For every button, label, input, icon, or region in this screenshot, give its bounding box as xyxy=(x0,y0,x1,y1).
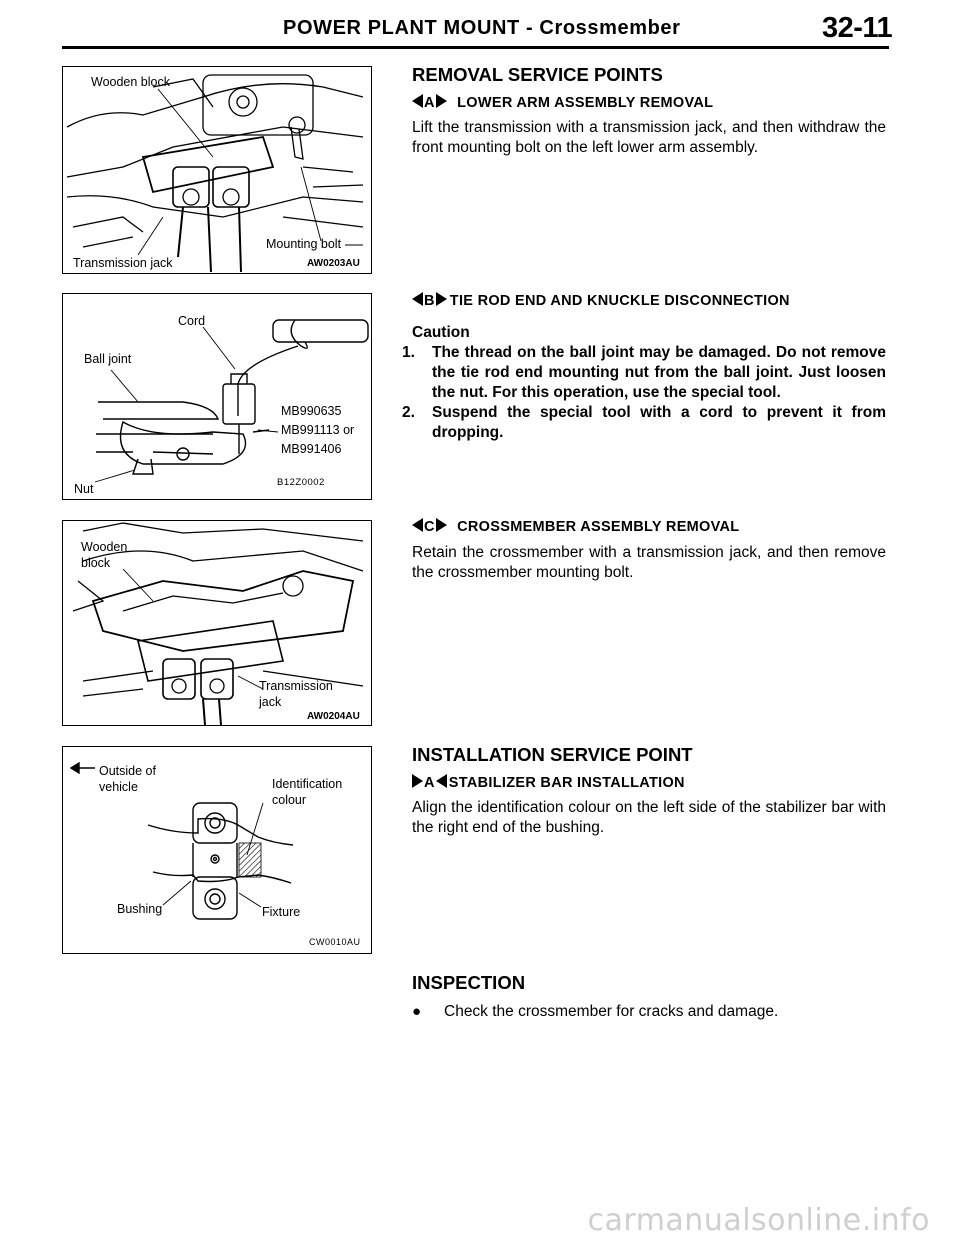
step-tag: C xyxy=(424,519,435,535)
label-jack: jack xyxy=(259,695,282,709)
inspection-heading: INSPECTION xyxy=(412,972,526,993)
figure-code: AW0203AU xyxy=(307,258,360,269)
inspection-section: INSPECTION ● Check the crossmember for c… xyxy=(412,972,886,1022)
label-mb991113: MB991113 or xyxy=(281,423,355,437)
removal-section: REMOVAL SERVICE POINTS A LOWER ARM ASSEM… xyxy=(412,64,886,158)
removal-a-heading: A LOWER ARM ASSEMBLY REMOVAL xyxy=(412,94,886,112)
caution-item: 2.Suspend the special tool with a cord t… xyxy=(402,404,886,441)
removal-b-heading: B TIE ROD END AND KNUCKLE DISCONNECTION xyxy=(412,292,886,310)
right-triangle-icon xyxy=(435,518,447,532)
step-tag: A xyxy=(424,775,435,791)
installation-a-text: Align the identification colour on the l… xyxy=(412,799,886,836)
right-triangle-icon xyxy=(412,774,423,788)
installation-a-heading: A STABILIZER BAR INSTALLATION xyxy=(412,774,886,792)
label-block: block xyxy=(81,556,111,570)
label-fixture: Fixture xyxy=(262,905,301,919)
label-bushing: Bushing xyxy=(117,902,163,916)
right-triangle-icon xyxy=(435,292,447,306)
left-triangle-icon xyxy=(412,518,423,532)
removal-b-title: TIE ROD END AND KNUCKLE DISCONNECTION xyxy=(449,293,790,309)
figure-code: AW0204AU xyxy=(307,711,360,722)
bullet-icon: ● xyxy=(412,1003,422,1020)
label-ball-joint: Ball joint xyxy=(84,352,132,366)
removal-c-title: CROSSMEMBER ASSEMBLY REMOVAL xyxy=(457,519,740,535)
figure-code: B12Z0002 xyxy=(277,477,325,488)
label-wooden: Wooden xyxy=(81,540,128,554)
left-triangle-icon xyxy=(412,292,423,306)
lower-arm-illustration xyxy=(66,74,364,273)
removal-heading: REMOVAL SERVICE POINTS xyxy=(412,64,663,85)
label-nut: Nut xyxy=(74,482,94,496)
installation-a-title: STABILIZER BAR INSTALLATION xyxy=(448,775,685,791)
tie-rod-illustration xyxy=(94,319,369,483)
label-cord: Cord xyxy=(178,314,206,328)
caution-item: 1.The thread on the ball joint may be da… xyxy=(402,344,886,401)
figure-lower-arm: Wooden block Mounting bolt Transmission … xyxy=(62,66,372,274)
label-colour: colour xyxy=(272,793,307,807)
stabilizer-illustration xyxy=(69,761,294,920)
left-triangle-icon xyxy=(412,94,423,108)
removal-a-text: Lift the transmission with a transmissio… xyxy=(412,119,886,156)
figure-code: CW0010AU xyxy=(309,937,361,947)
figure-stabilizer: Outside of vehicle Identification colour… xyxy=(62,746,372,954)
removal-b-section: B TIE ROD END AND KNUCKLE DISCONNECTION C… xyxy=(402,292,886,443)
label-mb991406: MB991406 xyxy=(281,442,342,456)
inspection-item: ● Check the crossmember for cracks and d… xyxy=(412,1002,886,1022)
header-rule xyxy=(62,46,889,49)
step-tag: A xyxy=(424,95,435,111)
label-wooden-block: Wooden block xyxy=(91,75,170,89)
removal-c-heading: C CROSSMEMBER ASSEMBLY REMOVAL xyxy=(412,518,886,536)
figure-crossmember: Wooden block Transmission jack AW0204AU xyxy=(62,520,372,726)
crossmember-illustration xyxy=(72,522,364,725)
label-transmission-jack: Transmission jack xyxy=(73,256,173,270)
caution-title: Caution xyxy=(412,324,470,341)
inspection-item-text: Check the crossmember for cracks and dam… xyxy=(444,1003,779,1020)
removal-c-text: Retain the crossmember with a transmissi… xyxy=(412,544,886,581)
label-vehicle: vehicle xyxy=(99,780,138,794)
installation-heading: INSTALLATION SERVICE POINT xyxy=(412,744,693,765)
label-outside-of: Outside of xyxy=(99,764,156,778)
label-identification: Identification xyxy=(272,777,343,791)
removal-c-section: C CROSSMEMBER ASSEMBLY REMOVAL Retain th… xyxy=(412,518,886,583)
label-mounting-bolt: Mounting bolt xyxy=(266,237,342,251)
caution-list: 1.The thread on the ball joint may be da… xyxy=(402,343,886,443)
step-tag: B xyxy=(424,293,435,309)
left-triangle-icon xyxy=(435,774,447,788)
label-transmission: Transmission xyxy=(259,679,333,693)
removal-a-title: LOWER ARM ASSEMBLY REMOVAL xyxy=(457,95,714,111)
watermark: carmanualsonline.info xyxy=(587,1203,930,1238)
label-mb990635: MB990635 xyxy=(281,404,342,418)
page-number: 32-11 xyxy=(822,12,893,44)
page-title: POWER PLANT MOUNT - Crossmember xyxy=(283,17,681,39)
installation-section: INSTALLATION SERVICE POINT A STABILIZER B… xyxy=(412,744,886,838)
right-triangle-icon xyxy=(435,94,447,108)
figure-tie-rod: Cord Ball joint MB990635 MB991113 or MB9… xyxy=(62,293,372,500)
